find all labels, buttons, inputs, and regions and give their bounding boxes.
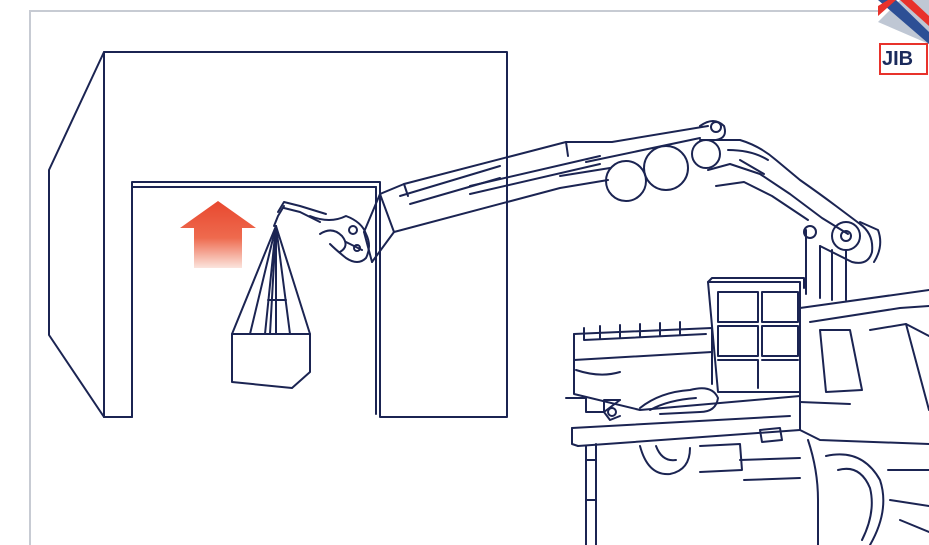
logo-text: JIB: [882, 48, 913, 71]
lifting-bag: [232, 206, 310, 388]
crane-knuckle: [700, 140, 880, 300]
truck-cab: [800, 290, 929, 545]
truck-body: [574, 322, 800, 410]
up-arrow-icon: [180, 201, 256, 268]
crane-boom: [364, 121, 725, 262]
truck-cage: [708, 278, 804, 392]
crane-hook: [278, 202, 369, 262]
truck-chassis: [566, 388, 800, 545]
